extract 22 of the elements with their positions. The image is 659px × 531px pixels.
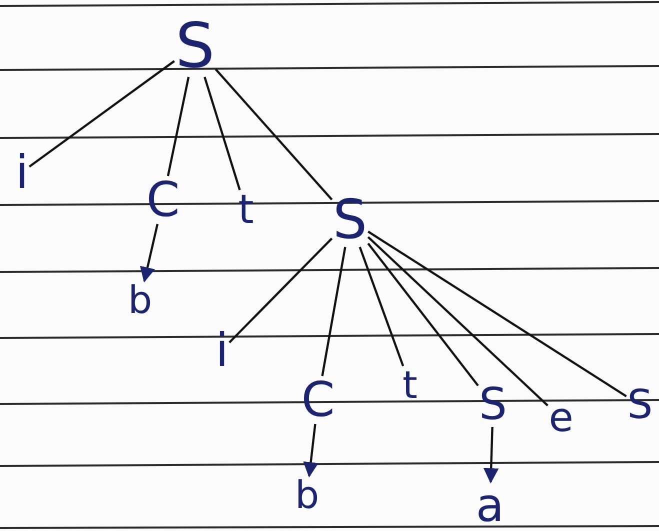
tree-branch	[367, 236, 548, 406]
tree-branch	[358, 246, 404, 366]
tree-branch	[321, 246, 346, 376]
tree-symbol: b	[126, 281, 154, 319]
tree-branch	[204, 76, 241, 190]
tree-symbol: S	[174, 15, 216, 77]
tree-symbol: b	[294, 476, 320, 514]
tree-symbol: i	[214, 327, 230, 373]
tree-branch	[228, 238, 333, 344]
tree-symbol: i	[14, 149, 30, 195]
tree-branch	[214, 68, 333, 200]
arrow	[140, 224, 159, 282]
tree-symbol: e	[548, 398, 574, 438]
tree-symbol: a	[474, 482, 506, 528]
tree-branch	[367, 242, 479, 386]
tree-branch	[28, 60, 175, 168]
tree-branch	[368, 230, 627, 398]
tree-branch	[166, 76, 190, 176]
arrow	[303, 424, 318, 478]
tree-symbol: t	[402, 366, 418, 404]
tree-symbol: S	[332, 193, 368, 247]
arrow	[483, 426, 499, 484]
